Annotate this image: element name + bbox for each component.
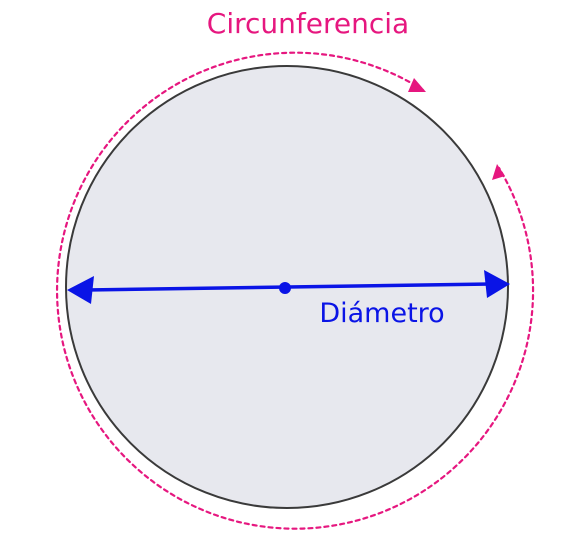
circumference-arrow-head-right xyxy=(492,164,505,180)
circumference-arrow-head-top xyxy=(408,78,426,92)
center-point xyxy=(279,282,291,294)
diameter-arrow-right xyxy=(484,270,510,298)
diameter-arrow-left xyxy=(67,276,94,304)
circumference-label: Circunferencia xyxy=(207,7,409,40)
diameter-label: Diámetro xyxy=(319,298,444,329)
circumference-arc xyxy=(55,51,535,530)
